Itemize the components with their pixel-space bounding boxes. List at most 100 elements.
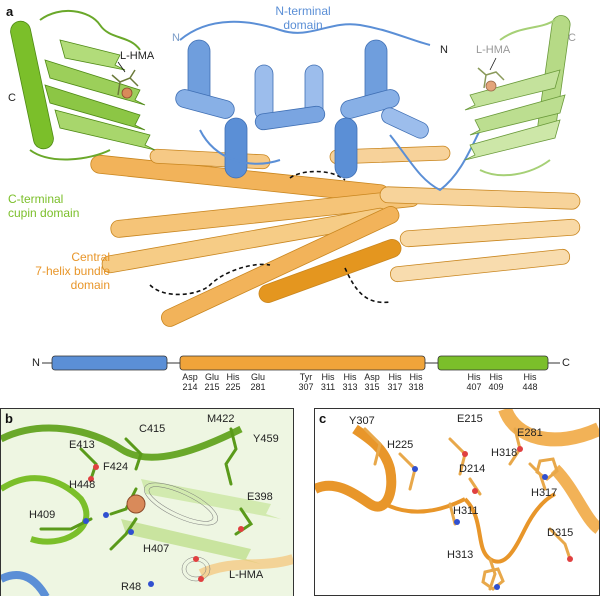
residue-number: 215 (204, 382, 220, 392)
helix-cylinder (224, 117, 248, 179)
residue-label-h318: H318 (491, 447, 518, 459)
beta-strand (44, 59, 146, 106)
residue-label-y307: Y307 (349, 415, 375, 427)
residue-name: Asp (364, 372, 380, 382)
ribbon (384, 497, 466, 514)
cupin-domain-left (10, 20, 156, 151)
residue-label-h407: H407 (143, 543, 170, 555)
residue-name: His (343, 372, 357, 382)
ligand-sticks-left (111, 69, 139, 96)
ribbon (1, 424, 243, 461)
panel-b-structure (1, 409, 293, 596)
metal-ion (126, 494, 146, 514)
residue-name: His (523, 372, 537, 382)
beta-strand (469, 94, 566, 136)
density-mesh (144, 482, 218, 582)
helix-cylinder (258, 239, 402, 303)
panel-b: b E413 C415 M422 Y459 F424 H448 E398 H40… (0, 408, 294, 596)
residue-label-h409: H409 (29, 509, 56, 521)
bar-cupin-domain (437, 355, 549, 371)
residue-number: 317 (387, 382, 403, 392)
ribbon (463, 492, 556, 564)
n-terminus-label-left: N (172, 32, 180, 44)
helix-cylinder (399, 218, 581, 248)
residue-label-c415: C415 (139, 423, 166, 435)
residue-number: 407 (466, 382, 482, 392)
beta-strand (44, 84, 146, 131)
residue-number: 318 (408, 382, 424, 392)
helix-cylinder (340, 89, 400, 119)
residue-name: Glu (250, 372, 265, 382)
residue-label-e215: E215 (457, 413, 483, 425)
residue-label-h225: H225 (387, 439, 414, 451)
helix-cylinder (334, 117, 358, 179)
n-terminus-label-right: N (440, 44, 448, 56)
residue-name: His (409, 372, 423, 382)
c-terminus-label-right: C (568, 32, 576, 44)
helix-cylinder (329, 145, 451, 165)
c-terminus-label-left: C (8, 92, 16, 104)
residue-label-h317: H317 (531, 487, 558, 499)
helix-cylinder (175, 89, 235, 119)
residue-name: Tyr (299, 372, 313, 382)
beta-strand (121, 519, 261, 564)
bar-n-label: N (32, 357, 40, 369)
bar-n-domain (51, 355, 168, 371)
ligand-sticks-right (477, 67, 505, 89)
residue-label-h311: H311 (453, 505, 479, 517)
residue-label-h448: H448 (69, 479, 96, 491)
residue-number: 281 (250, 382, 266, 392)
panel-b-letter: b (5, 411, 13, 426)
residue-label-e413: E413 (69, 439, 95, 451)
residue-label-h313: H313 (447, 549, 474, 561)
residue-number: 313 (342, 382, 358, 392)
ribbon (1, 571, 50, 596)
cupin-loops-left (29, 9, 141, 161)
beta-strand (464, 119, 561, 161)
residue-number: 409 (488, 382, 504, 392)
atoms (412, 446, 573, 590)
ligand-label-lhma: L-HMA (229, 569, 264, 581)
atoms (83, 464, 244, 587)
residue-label-e281: E281 (517, 427, 543, 439)
panel-c: c Y307 E215 E281 H225 D214 H318 H317 H31… (314, 408, 600, 596)
panel-c-letter: c (319, 411, 327, 426)
residue-name: His (321, 372, 335, 382)
ribbon (498, 409, 599, 447)
residue-name: His (489, 372, 503, 382)
residue-name: His (226, 372, 240, 382)
cupin-domain-right (464, 15, 571, 161)
residue-number: 311 (320, 382, 336, 392)
helix-cylinder (254, 105, 326, 131)
residue-label-m422: M422 (207, 413, 235, 425)
residue-name: His (388, 372, 402, 382)
residue-number: 225 (225, 382, 241, 392)
lhma-label-right: L-HMA (476, 44, 511, 56)
n-terminal-loops (179, 20, 481, 192)
helix-cylinder (161, 206, 400, 327)
residue-label-e398: E398 (247, 491, 273, 503)
residue-label-y459: Y459 (253, 433, 279, 445)
ribbon (1, 475, 90, 545)
residue-number: 315 (364, 382, 380, 392)
cupin-loops-right (479, 19, 556, 177)
helix-cylinder (10, 20, 54, 150)
residue-label-d214: D214 (459, 463, 486, 475)
disordered-loops (149, 170, 391, 304)
residue-label-f424: F424 (103, 461, 129, 473)
helix-cylinder (254, 64, 274, 121)
bar-helix-domain (179, 355, 426, 371)
ribbon (550, 464, 599, 534)
beta-strand (54, 109, 156, 151)
